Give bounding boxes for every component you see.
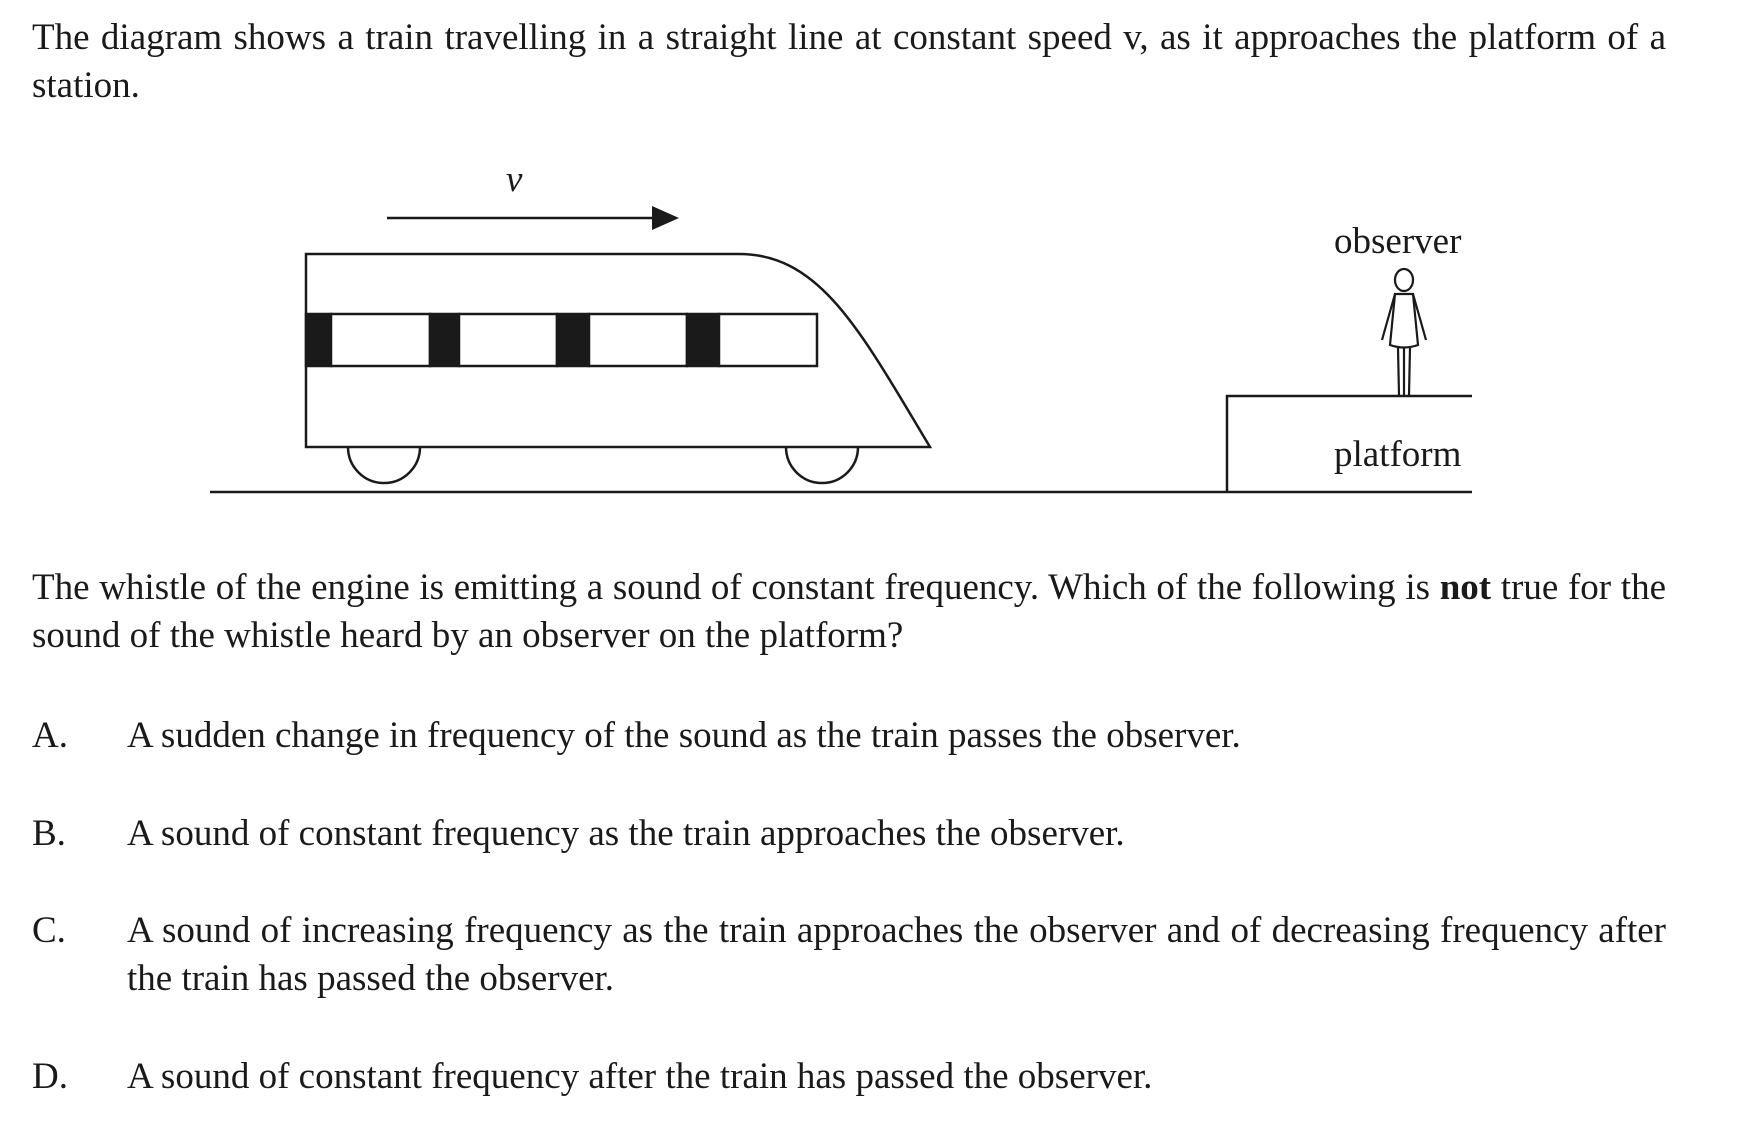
option-letter: B. bbox=[32, 813, 66, 854]
question-emphasis: not bbox=[1439, 567, 1492, 608]
speed-label: v bbox=[506, 159, 523, 200]
question-text: The whistle of the engine is emitting a … bbox=[32, 564, 1666, 660]
option-letter: C. bbox=[32, 910, 66, 951]
question-part1: The whistle of the engine is emitting a … bbox=[32, 567, 1440, 608]
wheel bbox=[784, 446, 860, 485]
platform bbox=[1225, 394, 1472, 492]
velocity-arrow bbox=[387, 206, 679, 230]
option-letter: A. bbox=[32, 715, 68, 756]
question-part2: true for the sound of the whistle heard … bbox=[32, 567, 1666, 656]
observer-figure bbox=[1380, 267, 1428, 396]
observer-label: observer bbox=[1334, 221, 1462, 262]
option-text: A sound of constant frequency after the … bbox=[127, 1056, 1153, 1097]
option-text: A sound of constant frequency as the tra… bbox=[127, 813, 1125, 854]
option-text: A sudden change in frequency of the soun… bbox=[127, 715, 1241, 756]
intro-text: The diagram shows a train travelling in … bbox=[32, 17, 1666, 106]
train-windows bbox=[304, 312, 819, 368]
option-text: A sound of increasing frequency as the t… bbox=[127, 910, 1666, 999]
platform-label: platform bbox=[1334, 434, 1462, 475]
option-letter: D. bbox=[32, 1056, 68, 1097]
wheel bbox=[346, 446, 422, 485]
